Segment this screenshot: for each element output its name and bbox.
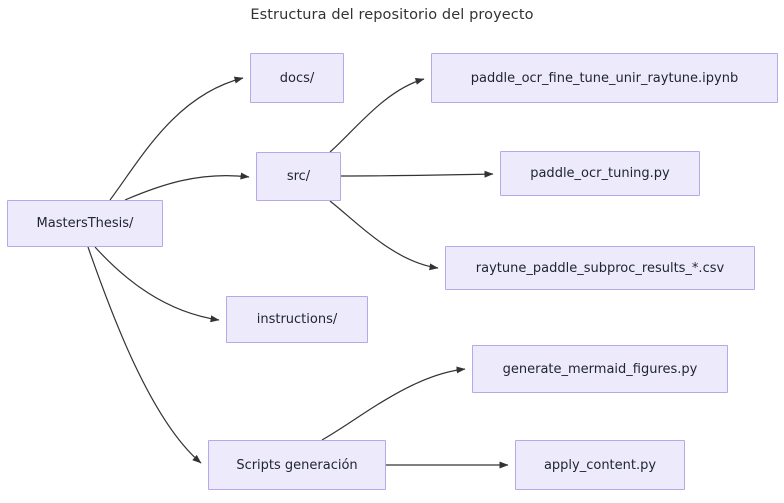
node-label-scripts: Scripts generación — [236, 457, 358, 473]
node-label-mermaid: generate_mermaid_figures.py — [502, 361, 698, 377]
node-docs[interactable]: docs/ — [250, 53, 344, 103]
edge-src-tuning — [340, 170, 494, 178]
edge-root-src — [124, 172, 250, 201]
edge-src-csv — [329, 200, 439, 271]
edge-root-instructions — [94, 246, 220, 323]
edge-root-scripts — [87, 246, 202, 464]
node-label-src: src/ — [286, 169, 311, 184]
node-csv[interactable]: raytune_paddle_subproc_results_*.csv — [445, 246, 755, 290]
node-scripts[interactable]: Scripts generación — [208, 440, 386, 490]
node-root[interactable]: MastersThesis/ — [7, 200, 163, 247]
node-label-apply: apply_content.py — [543, 457, 657, 473]
node-label-root: MastersThesis/ — [36, 216, 134, 231]
node-apply[interactable]: apply_content.py — [515, 440, 685, 490]
edge-root-docs — [109, 76, 244, 201]
node-label-notebook: paddle_ocr_fine_tune_unir_raytune.ipynb — [470, 70, 739, 86]
edge-scripts-mermaid — [321, 366, 466, 441]
node-label-csv: raytune_paddle_subproc_results_*.csv — [475, 260, 725, 276]
edge-src-notebook — [329, 77, 425, 153]
node-notebook[interactable]: paddle_ocr_fine_tune_unir_raytune.ipynb — [431, 53, 778, 103]
node-label-tuning: paddle_ocr_tuning.py — [530, 166, 670, 181]
node-instructions[interactable]: instructions/ — [226, 296, 368, 343]
node-mermaid[interactable]: generate_mermaid_figures.py — [472, 345, 728, 393]
diagram-title: Estructura del repositorio del proyecto — [250, 7, 534, 23]
node-label-docs: docs/ — [279, 70, 315, 86]
node-src[interactable]: src/ — [256, 152, 341, 201]
node-tuning[interactable]: paddle_ocr_tuning.py — [500, 151, 700, 196]
node-label-instructions: instructions/ — [256, 312, 338, 327]
